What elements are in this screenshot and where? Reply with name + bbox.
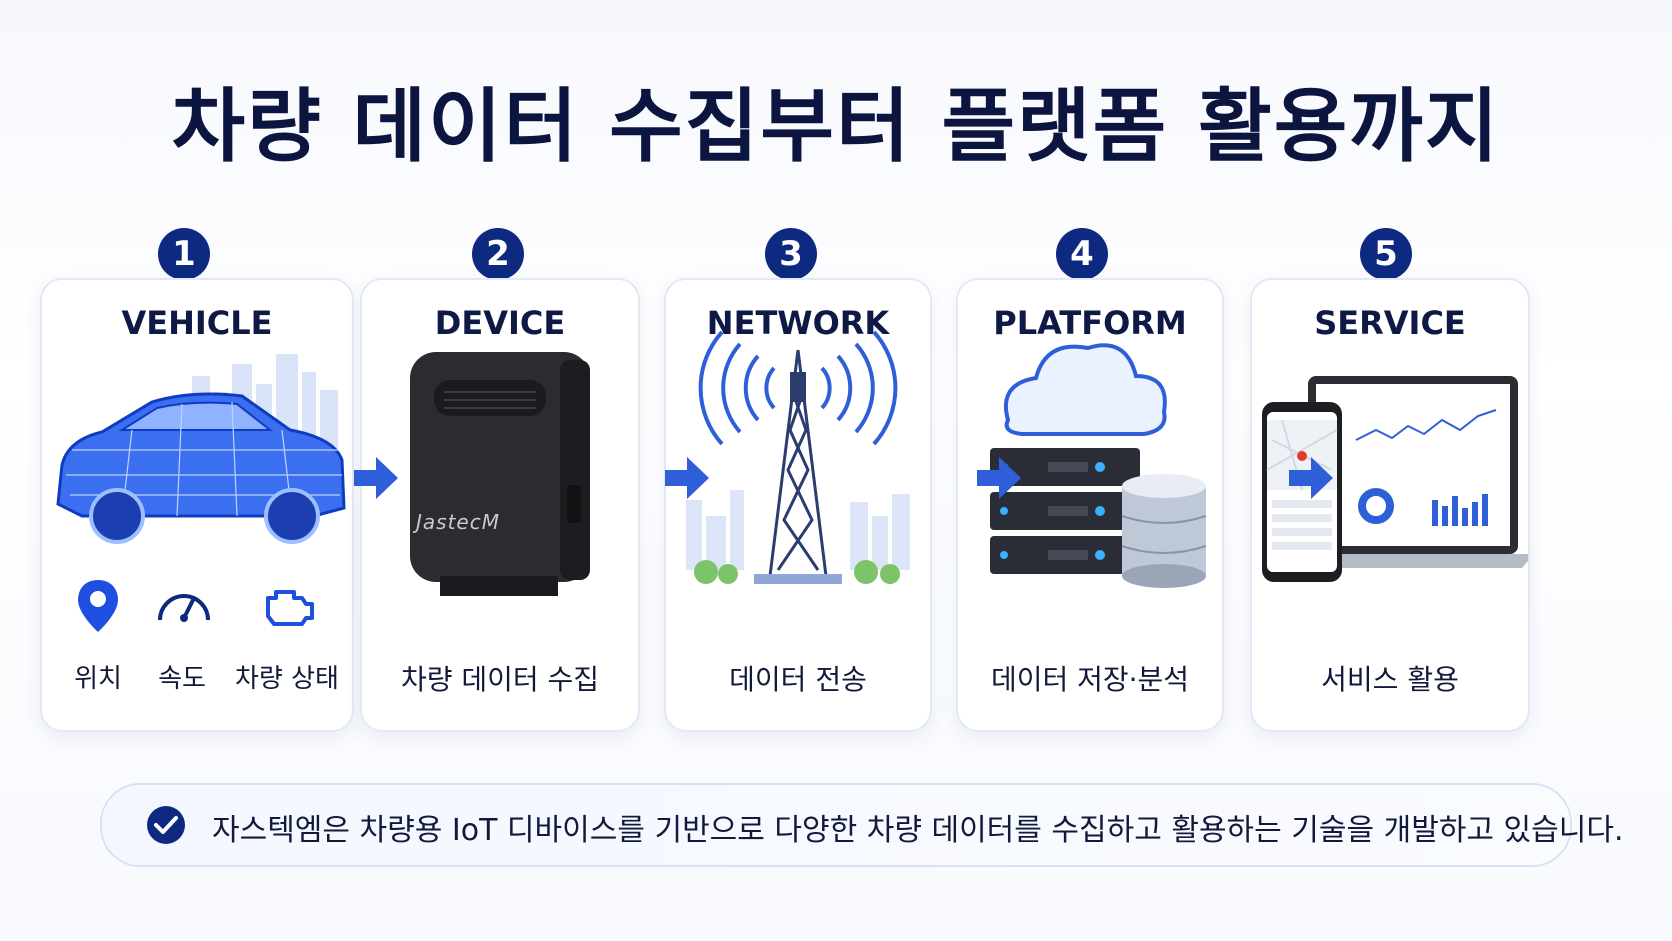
phone-laptop-dashboard-illustration	[1262, 376, 1528, 582]
arrow-right-icon	[354, 457, 398, 499]
cell-tower-illustration	[686, 330, 910, 584]
vehicle-heading: VEHICLE	[121, 304, 273, 342]
device-caption: 차량 데이터 수집	[400, 663, 600, 696]
feature-vehicle-status-label: 차량 상태	[235, 664, 339, 694]
arrow-right-icon	[977, 457, 1021, 499]
platform-heading: PLATFORM	[993, 304, 1187, 342]
wireframe-car-illustration	[56, 354, 346, 544]
page-title: 차량 데이터 수집부터 플랫폼 활용까지	[171, 80, 1501, 173]
step-number-2: 2	[472, 228, 524, 280]
platform-caption: 데이터 저장·분석	[990, 663, 1190, 696]
network-heading: NETWORK	[706, 304, 890, 342]
speedometer-icon	[158, 594, 210, 622]
network-caption: 데이터 전송	[729, 663, 867, 696]
arrow-right-icon	[1289, 457, 1333, 499]
service-heading: SERVICE	[1314, 304, 1466, 342]
feature-vehicle-status: 차량 상태	[232, 590, 342, 695]
obd-device-illustration	[410, 352, 590, 596]
summary-banner: 자스텍엠은 차량용 IoT 디바이스를 기반으로 다양한 차량 데이터를 수집하…	[100, 783, 1624, 867]
service-card: SERVICE 서비스 활용	[1250, 278, 1530, 732]
feature-speed-label: 속도	[158, 664, 206, 694]
platform-card: PLATFORM 데이터 저장·분석	[956, 278, 1224, 732]
step-number-5: 5	[1360, 228, 1412, 280]
device-heading: DEVICE	[434, 304, 566, 342]
feature-location: 위치	[58, 580, 138, 695]
device-brand-logo: JastecM	[416, 510, 500, 534]
summary-text: 자스텍엠은 차량용 IoT 디바이스를 기반으로 다양한 차량 데이터를 수집하…	[212, 813, 1624, 848]
feature-speed: 속도	[142, 594, 222, 695]
step-number-3: 3	[765, 228, 817, 280]
device-card: DEVICE JastecM 차량 데이터 수집	[360, 278, 640, 732]
network-card: NETWORK 데이터 전송	[664, 278, 932, 732]
vehicle-card: VEHICLE 위치 속도	[40, 278, 354, 732]
cloud-server-illustration	[990, 343, 1207, 588]
feature-location-label: 위치	[74, 664, 122, 694]
service-caption: 서비스 활용	[1321, 663, 1459, 696]
check-circle-icon	[147, 806, 185, 844]
step-number-1: 1	[158, 228, 210, 280]
location-pin-icon	[78, 580, 118, 632]
engine-icon	[266, 590, 314, 626]
step-number-4: 4	[1056, 228, 1108, 280]
arrow-right-icon	[665, 457, 709, 499]
